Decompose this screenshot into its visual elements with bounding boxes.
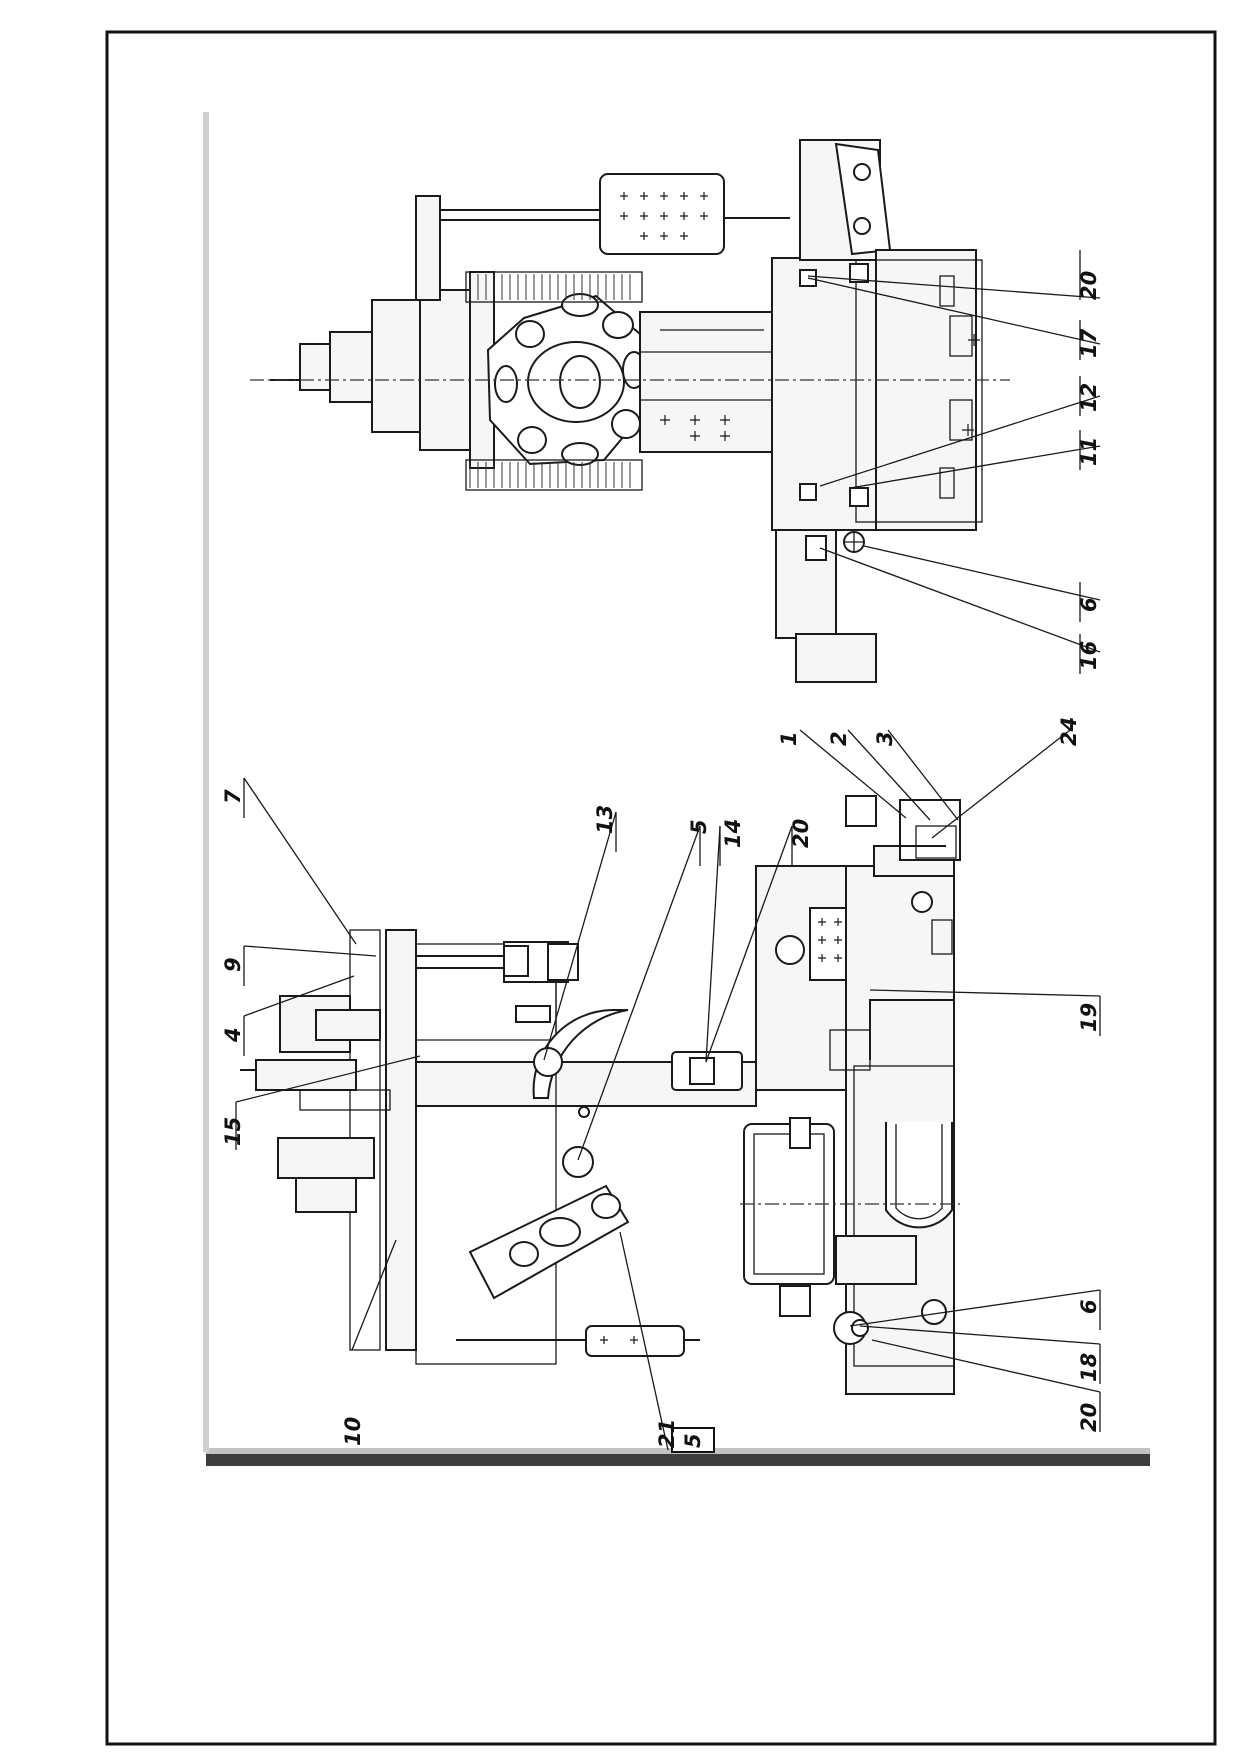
callout-label: 6 <box>1077 597 1101 612</box>
side-view-leaders <box>807 250 1101 674</box>
callout-label: 11 <box>1077 437 1101 466</box>
callout-label: 1 <box>777 731 801 746</box>
slide-crosses <box>660 415 730 441</box>
side-view-drawing <box>250 139 1010 683</box>
callout-label: 7 <box>221 789 245 804</box>
side-view-callouts: 20 17 12 11 6 16 <box>1077 271 1101 670</box>
callout-label: 19 <box>1077 1003 1101 1032</box>
page-frame <box>105 30 1217 1746</box>
callout-label: 4 <box>221 1027 245 1043</box>
callout-label: 13 <box>593 805 617 834</box>
callout-label: 15 <box>221 1117 245 1146</box>
callout-label: 18 <box>1077 1353 1101 1382</box>
stamp-digit: 5 <box>681 1433 705 1448</box>
callout-label: 16 <box>1077 641 1101 670</box>
callout-label: 20 <box>789 819 813 848</box>
callout-label: 6 <box>1077 1299 1101 1314</box>
callout-label: 5 <box>687 819 711 834</box>
stamp-sheet-number: 21 <box>655 1419 679 1448</box>
base-crosses <box>962 334 980 436</box>
front-view-callouts: 10 15 4 9 7 13 5 14 20 1 2 3 24 19 6 18 … <box>221 717 1101 1446</box>
callout-label: 12 <box>1077 383 1101 412</box>
callout-label: 3 <box>873 731 897 746</box>
sheet-stamp: 21 5 <box>655 1419 715 1453</box>
callout-label: 10 <box>341 1417 365 1446</box>
column-hatching <box>469 274 631 488</box>
callout-label: 20 <box>1077 1403 1101 1432</box>
callout-label: 24 <box>1057 717 1081 746</box>
callout-label: 17 <box>1077 328 1101 358</box>
callout-label: 20 <box>1077 271 1101 300</box>
front-view-leaders <box>235 729 1101 1451</box>
front-view-drawing <box>240 795 961 1395</box>
callout-label: 2 <box>827 731 851 746</box>
callout-label: 9 <box>221 957 245 972</box>
callout-label: 14 <box>721 819 745 848</box>
